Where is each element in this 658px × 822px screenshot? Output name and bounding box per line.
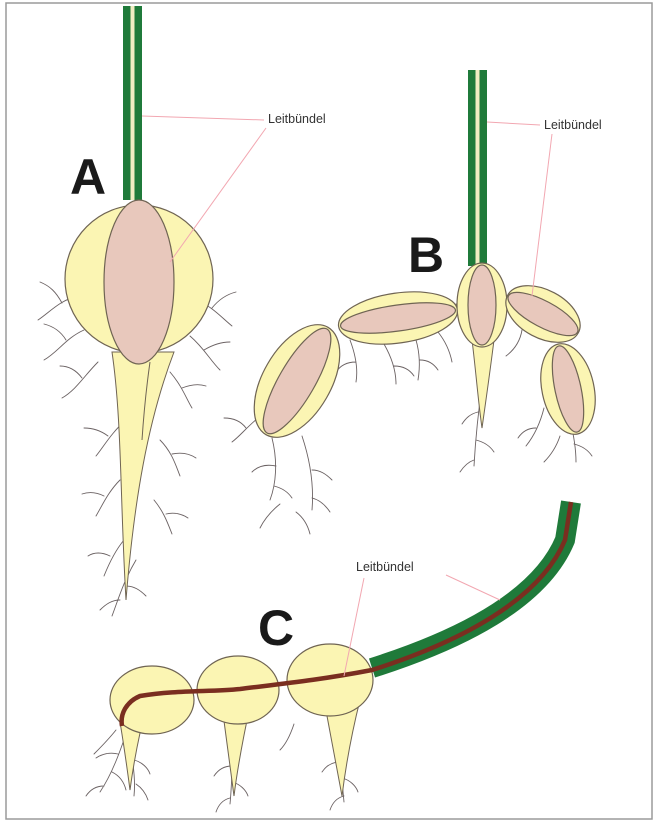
panel-a-label: Leitbündel — [268, 112, 326, 126]
panel-b-tuber-center — [457, 263, 507, 347]
panel-c-letter: C — [258, 600, 294, 656]
panel-a-core — [104, 200, 174, 364]
panel-b-stem-strand — [476, 70, 480, 266]
panel-a-stem-strand — [131, 6, 135, 200]
panel-b-label: Leitbündel — [544, 118, 602, 132]
panel-b-letter: B — [408, 227, 444, 283]
panel-c-label: Leitbündel — [356, 560, 414, 574]
panel-a-letter: A — [70, 149, 106, 205]
